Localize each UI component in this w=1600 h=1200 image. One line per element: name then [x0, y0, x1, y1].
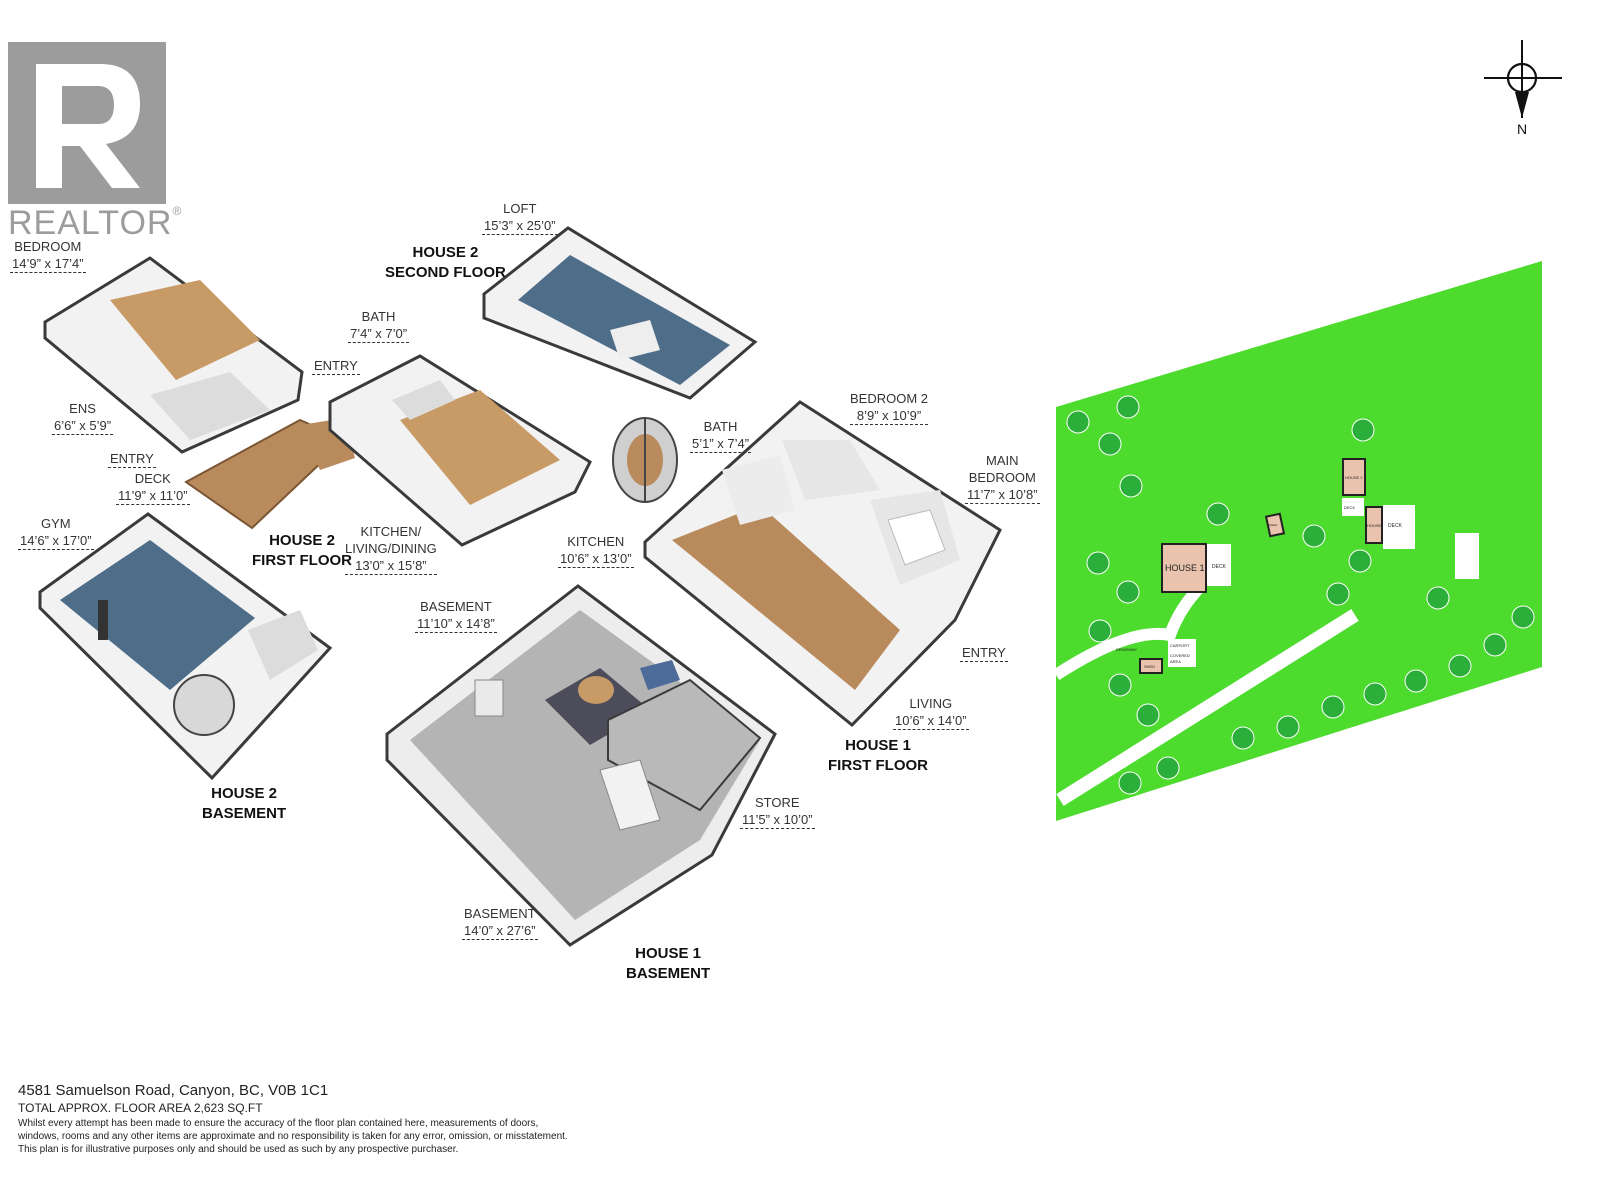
room-label-h2-entry-2: ENTRY — [312, 358, 360, 375]
room-label-h2-entry: ENTRY — [108, 451, 156, 468]
site-house1-label: HOUSE 1 — [1165, 563, 1205, 573]
footer-disclaimer-line2: windows, rooms and any other items are a… — [18, 1131, 568, 1142]
site-carport-label: CARPORT — [1170, 643, 1190, 648]
room-label-h1-entry: ENTRY — [960, 645, 1008, 662]
site-house2-a — [1342, 458, 1366, 496]
site-house2-b-label: HOUSE 2 — [1367, 523, 1385, 528]
footer-disclaimer-line3: This plan is for illustrative purposes o… — [18, 1144, 459, 1155]
compass-label: N — [1517, 121, 1527, 137]
spiral-stair — [612, 417, 678, 503]
site-covered-label: COVERED — [1170, 653, 1190, 658]
site-house1-deck-label: DECK — [1212, 564, 1227, 570]
footer-disclaimer-line1: Whilst every attempt has been made to en… — [18, 1118, 539, 1129]
footer-address: 4581 Samuelson Road, Canyon, BC, V0B 1C1 — [18, 1082, 329, 1099]
site-deck-b-label: DECK — [1388, 523, 1403, 529]
house2-first-floor-plan — [43, 256, 592, 547]
site-area-label: AREA — [1170, 659, 1181, 664]
floor-plan-drawing — [38, 226, 1002, 947]
house1-first-floor-plan — [643, 400, 1002, 728]
realtor-logo — [8, 42, 166, 204]
house2-second-floor-plan — [482, 226, 758, 400]
footer-floor-area: TOTAL APPROX. FLOOR AREA 2,623 SQ.FT — [18, 1101, 263, 1115]
site-deck-a-label: DECK — [1344, 505, 1355, 510]
realtor-r-icon — [36, 64, 140, 188]
site-shed-a-label: SHED — [1269, 523, 1278, 527]
house2-basement-plan — [38, 512, 333, 781]
realtor-wordmark: REALTOR® — [8, 204, 183, 242]
site-house2-a-label: HOUSE 2 — [1345, 475, 1363, 480]
footer-disclaimer: Whilst every attempt has been made to en… — [18, 1117, 568, 1156]
site-house1 — [1161, 543, 1207, 593]
house1-basement-plan — [385, 584, 777, 947]
site-shed-b-label: SHED — [1144, 664, 1155, 669]
north-compass-icon: N — [1484, 40, 1562, 137]
site-plan: HOUSE 1 DECK HOUSE 2 DECK HOUSE 2 DECK S… — [1052, 261, 1542, 821]
site-house2-b — [1365, 506, 1383, 544]
site-driveway-label: DRIVEWAY — [1116, 647, 1137, 652]
